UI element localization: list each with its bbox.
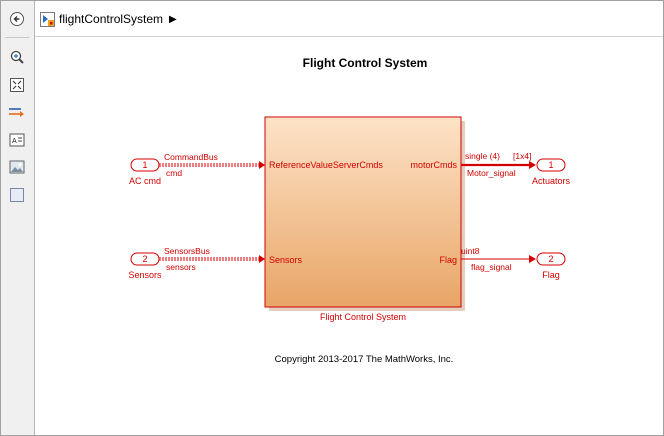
subsystem-inport-label-2: Sensors (269, 255, 303, 265)
annotation-icon[interactable]: A (7, 130, 27, 150)
outport-name-2: Flag (542, 270, 560, 280)
subsystem-outport-label-1: motorCmds (410, 160, 457, 170)
signal-arrow-icon[interactable] (7, 102, 27, 122)
outport-number-2: 2 (548, 254, 553, 264)
dims-label-motor: [1x4] (513, 151, 531, 161)
subsystem-inport-label-1: ReferenceValueServerCmds (269, 160, 383, 170)
signal-label-flag: flag_signal (471, 262, 512, 272)
signal-line-motor[interactable]: single (4) [1x4] Motor_signal (461, 151, 536, 178)
zoom-icon[interactable] (7, 47, 27, 67)
bus-label-command: CommandBus (164, 152, 218, 162)
palette-toolbar: A (1, 1, 35, 435)
outport-name-1: Actuators (532, 176, 571, 186)
inport-block-1[interactable]: 1 AC cmd (129, 158, 161, 186)
image-icon[interactable] (7, 157, 27, 177)
signal-label-cmd: cmd (166, 168, 182, 178)
outport-number-1: 1 (548, 160, 553, 170)
breadcrumb-model-name[interactable]: flightControlSystem (59, 12, 164, 26)
back-icon[interactable] (7, 9, 27, 29)
dtype-label-flag: uint8 (461, 246, 480, 256)
signal-line-flag[interactable]: uint8 flag_signal (461, 246, 536, 272)
flight-control-subsystem[interactable]: ReferenceValueServerCmds Sensors motorCm… (264, 116, 465, 322)
bus-label-sensors: SensorsBus (164, 246, 210, 256)
area-icon[interactable] (7, 185, 27, 205)
signal-label-motor: Motor_signal (467, 168, 516, 178)
subsystem-outport-label-2: Flag (439, 255, 457, 265)
dtype-label-motor: single (4) (465, 151, 500, 161)
signal-label-sensors: sensors (166, 262, 196, 272)
fit-view-icon[interactable] (7, 75, 27, 95)
address-bar: flightControlSystem ▶ (35, 1, 663, 37)
svg-text:A: A (12, 138, 17, 145)
model-icon (40, 11, 55, 27)
inport-name-2: Sensors (128, 270, 162, 280)
inport-number-2: 2 (142, 254, 147, 264)
diagram-title: Flight Control System (303, 56, 428, 70)
breadcrumb[interactable]: flightControlSystem ▶ (40, 9, 177, 29)
breadcrumb-chevron-icon[interactable]: ▶ (169, 13, 177, 25)
subsystem-name: Flight Control System (320, 312, 406, 322)
outport-block-1[interactable]: 1 Actuators (532, 158, 571, 186)
inport-block-2[interactable]: 2 Sensors (128, 252, 162, 280)
block-diagram-canvas[interactable]: Flight Control System ReferenceValueServ… (35, 37, 661, 433)
outport-block-2[interactable]: 2 Flag (536, 252, 566, 280)
bus-line-sensors[interactable]: SensorsBus sensors (159, 246, 265, 272)
copyright-note: Copyright 2013-2017 The MathWorks, Inc. (275, 354, 454, 365)
inport-number-1: 1 (142, 160, 147, 170)
inport-name-1: AC cmd (129, 176, 161, 186)
bus-line-cmd[interactable]: CommandBus cmd (159, 152, 265, 178)
